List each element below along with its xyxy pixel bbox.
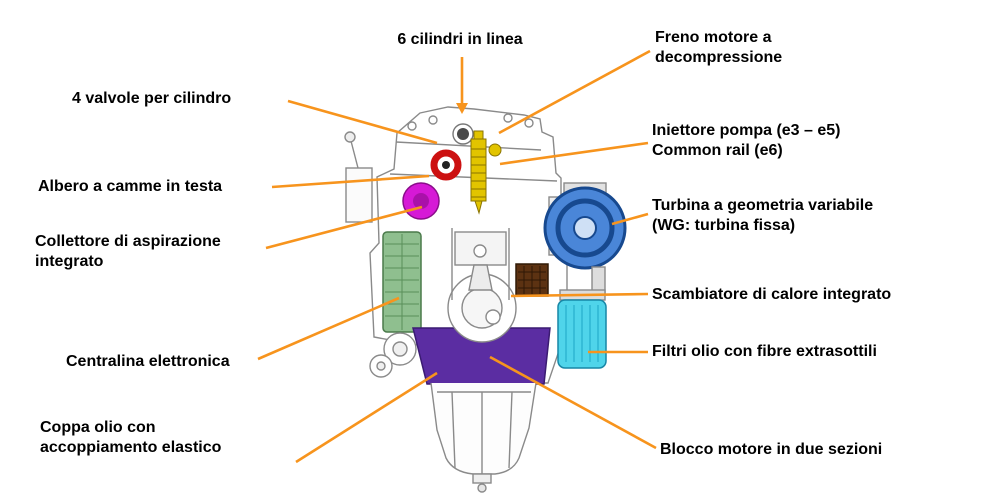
callout-line-injector — [499, 141, 649, 166]
callout-line-turbo — [611, 212, 649, 226]
callout-line-engine-brake — [498, 49, 651, 135]
oil-pan — [430, 382, 537, 493]
callout-line-engine-block — [489, 355, 657, 450]
label-engine-brake: Freno motore a decompressione — [655, 29, 783, 66]
injector-highlight — [470, 130, 502, 215]
turbo-highlight — [543, 186, 627, 270]
callout-line-oil-sump — [295, 371, 438, 464]
valve-highlight — [430, 149, 462, 181]
callout-arrowhead-six-cylinders — [456, 103, 468, 114]
label-turbo: Turbina a geometria variabile (WG: turbi… — [652, 197, 874, 234]
label-engine-block: Blocco motore in due sezioni — [660, 441, 883, 458]
callout-line-four-valves — [287, 99, 438, 145]
label-injector: Iniettore pompa (e3 – e5) Common rail (e… — [652, 122, 841, 159]
label-ecu: Centralina elettronica — [66, 353, 230, 370]
engine-brake-part — [452, 123, 474, 145]
label-six-cylinders: 6 cilindri in linea — [397, 31, 523, 48]
ecu-highlight — [382, 231, 422, 333]
label-four-valves: 4 valvole per cilindro — [72, 90, 232, 107]
camshaft-highlight — [402, 182, 440, 220]
callout-line-intake-manifold — [265, 205, 423, 250]
callout-line-heat-exchanger — [510, 292, 649, 298]
label-camshaft: Albero a camme in testa — [38, 178, 223, 195]
label-heat-exchanger: Scambiatore di calore integrato — [652, 286, 892, 303]
label-intake-manifold: Collettore di aspirazione integrato — [35, 233, 221, 270]
label-oil-sump: Coppa olio con accoppiamento elastico — [40, 419, 222, 456]
callout-line-camshaft — [271, 174, 430, 189]
heat-exchanger-highlight — [515, 263, 549, 297]
label-oil-filter: Filtri olio con fibre extrasottili — [652, 343, 877, 360]
callout-line-ecu — [257, 296, 400, 361]
